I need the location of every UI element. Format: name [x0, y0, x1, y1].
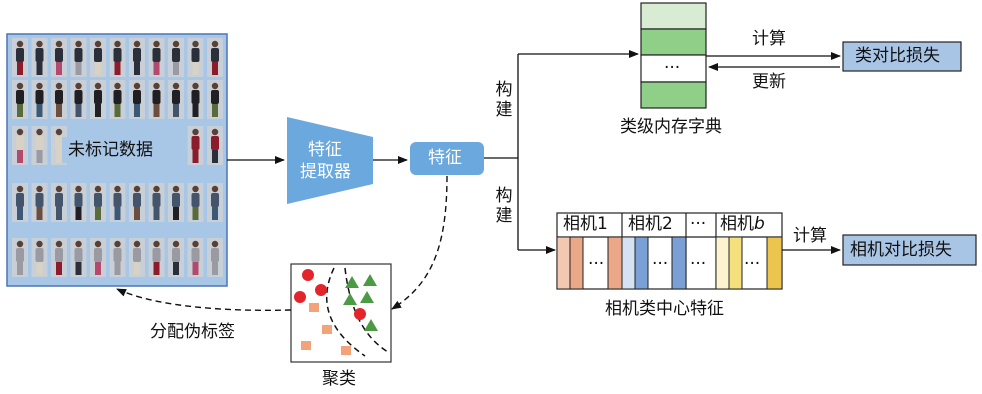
build-label-bottom: 构建 [495, 186, 513, 226]
feature-extractor-line1: 特征 [308, 140, 342, 160]
pedestrian-thumbnail [187, 126, 204, 165]
pedestrian-thumbnail [168, 238, 184, 277]
pedestrian-thumbnail [129, 38, 145, 77]
pedestrian-thumbnail [31, 80, 48, 119]
pedestrian-thumbnail [51, 38, 67, 77]
pedestrian-thumbnail [109, 238, 126, 277]
pedestrian-thumbnail [148, 80, 165, 119]
pedestrian-thumbnail [187, 238, 204, 277]
pedestrian-thumbnail [90, 38, 106, 77]
pedestrian-thumbnail [207, 80, 223, 119]
dashed-arrow-clustering-to-data [116, 288, 292, 311]
pedestrian-thumbnail [148, 38, 165, 77]
pedestrian-thumbnail [12, 238, 28, 277]
clustering-label: 聚类 [322, 369, 356, 389]
pedestrian-thumbnail [90, 183, 106, 222]
camera-header-2: 相机2 [628, 214, 673, 234]
memory-dict-label: 类级内存字典 [620, 117, 722, 137]
pedestrian-thumbnail [168, 38, 184, 77]
camera-contrast-loss-label: 相机对比损失 [850, 240, 952, 260]
dashed-arrow-feature-to-clustering [391, 175, 448, 310]
pedestrian-thumbnail [90, 80, 106, 119]
pedestrian-thumbnail [187, 183, 204, 222]
pedestrian-thumbnail [51, 183, 67, 222]
camera-header-b: 相机b [720, 214, 765, 234]
pedestrian-thumbnail [207, 38, 223, 77]
pedestrian-thumbnail [129, 238, 145, 277]
camera-cell-ellipsis-1: ··· [588, 254, 605, 274]
pedestrian-thumbnail [51, 238, 67, 277]
pedestrian-thumbnail [12, 126, 28, 165]
compute-label-top: 计算 [752, 29, 786, 49]
pedestrian-thumbnail [70, 238, 87, 277]
pedestrian-thumbnail [12, 80, 28, 119]
compute-label-bottom: 计算 [793, 226, 827, 246]
camera-cell-ellipsis-2: ··· [652, 254, 669, 274]
pedestrian-thumbnail [51, 80, 67, 119]
pedestrian-thumbnail [70, 183, 87, 222]
feature-extractor-line2: 提取器 [300, 162, 351, 182]
camera-header-ellipsis: ··· [690, 214, 707, 234]
pedestrian-thumbnail [90, 238, 106, 277]
pedestrian-thumbnail [109, 183, 126, 222]
pedestrian-thumbnail [31, 183, 48, 222]
pedestrian-thumbnail [31, 126, 48, 165]
pedestrian-thumbnail [12, 38, 28, 77]
update-label: 更新 [752, 72, 786, 92]
camera-center-table [556, 212, 783, 290]
class-contrast-loss-label: 类对比损失 [855, 46, 940, 66]
pedestrian-thumbnail [31, 238, 48, 277]
memory-ellipsis: ··· [664, 58, 681, 78]
camera-header-1: 相机1 [563, 214, 608, 234]
pedestrian-thumbnail [207, 183, 223, 222]
pedestrian-thumbnail [168, 183, 184, 222]
camera-cell-ellipsis-4: ··· [744, 254, 761, 274]
pedestrian-thumbnail [109, 80, 126, 119]
build-label-top: 构建 [495, 80, 513, 120]
unlabeled-data-panel [6, 33, 228, 287]
pedestrian-thumbnail [207, 238, 223, 277]
pedestrian-thumbnail [70, 80, 87, 119]
clustering-box [290, 263, 392, 363]
pedestrian-thumbnail [168, 80, 184, 119]
unlabeled-data-label: 未标记数据 [68, 140, 153, 160]
feature-box [410, 142, 484, 175]
assign-pseudo-labels-label: 分配伪标签 [150, 322, 235, 342]
camera-cell-ellipsis-3: ··· [690, 254, 707, 274]
pedestrian-thumbnail [187, 80, 204, 119]
panel-label-backdrop [62, 137, 177, 163]
memory-dictionary [640, 2, 707, 109]
class-contrast-loss-box [842, 41, 962, 72]
pedestrian-thumbnail [129, 183, 145, 222]
pedestrian-thumbnail [70, 38, 87, 77]
feature-extractor-trapezoid [287, 117, 373, 204]
camera-center-feature-label: 相机类中心特征 [605, 299, 724, 319]
pedestrian-thumbnail [207, 126, 223, 165]
pedestrian-image-grid [12, 38, 223, 277]
pedestrian-thumbnail [12, 183, 28, 222]
camera-contrast-loss-box [842, 234, 977, 266]
pedestrian-thumbnail [148, 183, 165, 222]
pedestrian-thumbnail [187, 38, 204, 77]
pedestrian-thumbnail [148, 238, 165, 277]
feature-label: 特征 [428, 148, 462, 168]
pedestrian-thumbnail [109, 38, 126, 77]
pedestrian-thumbnail [129, 80, 145, 119]
pedestrian-thumbnail [31, 38, 48, 77]
